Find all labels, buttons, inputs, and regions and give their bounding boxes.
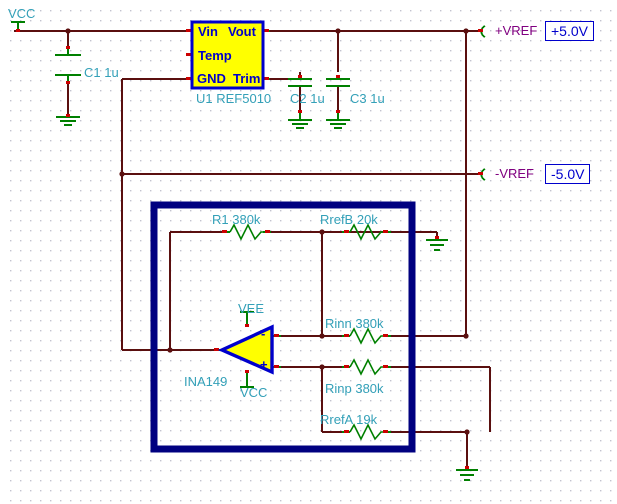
label-c3: C3 1u (350, 91, 385, 106)
label-vcc-top: VCC (8, 6, 36, 21)
u1-pin-vin: Vin (198, 24, 218, 39)
net-label-plus-vref[interactable]: +VREF (495, 23, 538, 38)
label-rinp: Rinp 380k (325, 381, 384, 396)
net-value-minus-vref[interactable]: -5.0V (545, 164, 591, 184)
net-value-plus-vref[interactable]: +5.0V (545, 21, 594, 41)
u1-pin-temp: Temp (198, 48, 232, 63)
u1-pin-trim: Trim (233, 71, 261, 86)
ina149-enclosure (150, 201, 416, 453)
label-rrefa: RrefA 19k (320, 412, 378, 427)
label-c1: C1 1u (84, 65, 119, 80)
u1-pin-vout: Vout (228, 24, 256, 39)
label-vee-opamp: VEE (238, 301, 265, 316)
label-c2: C2 1u (290, 91, 325, 106)
u1-body (190, 20, 265, 90)
label-vcc-opamp: VCC (240, 385, 268, 400)
opamp-inverting-symbol: - (261, 326, 266, 341)
label-rinn: Rinn 380k (325, 316, 384, 331)
opamp-triangle (217, 324, 274, 375)
u1-designator: U1 REF5010 (196, 91, 272, 106)
net-label-minus-vref[interactable]: -VREF (495, 166, 534, 181)
label-r1: R1 380k (212, 212, 261, 227)
opamp-noninverting-symbol: + (260, 357, 268, 372)
u1-pin-gnd: GND (197, 71, 226, 86)
label-rrefb: RrefB 20k (320, 212, 378, 227)
ina149-designator: INA149 (184, 374, 228, 389)
